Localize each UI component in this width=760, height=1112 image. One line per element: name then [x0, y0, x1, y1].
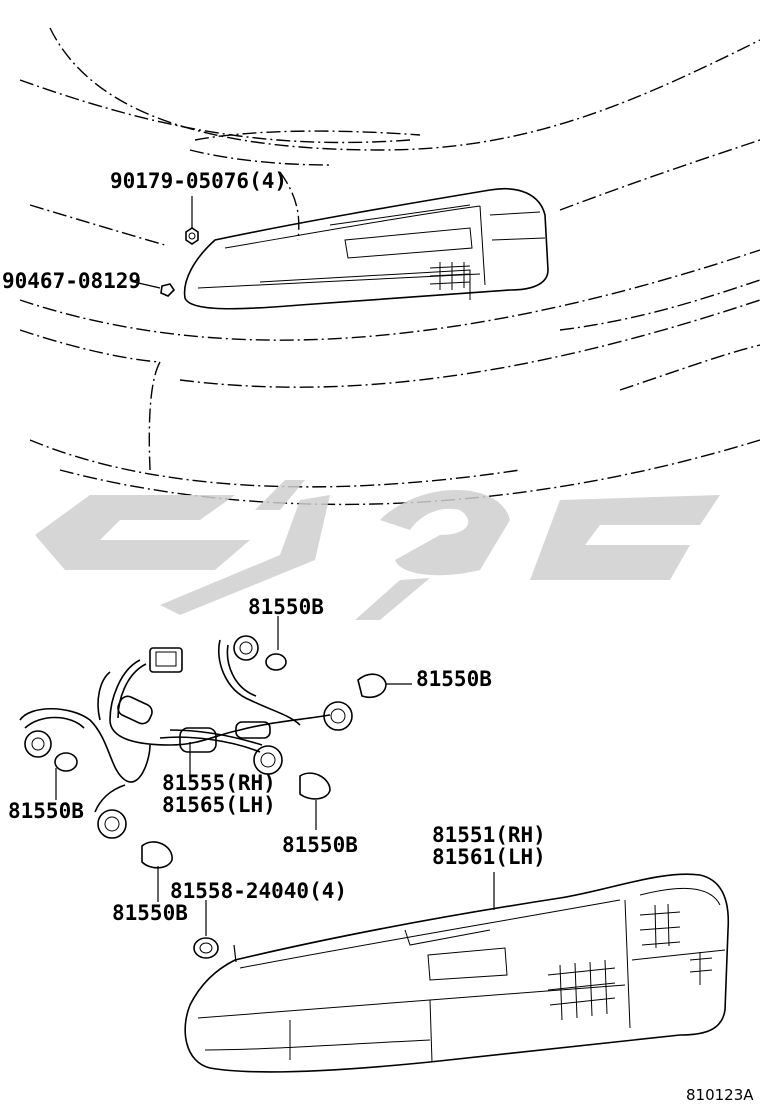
bulb-socket-mid [253, 745, 331, 800]
gasket-81558 [193, 937, 219, 959]
car-body-outline [19, 27, 760, 506]
tail-lamp-lens [184, 873, 730, 1073]
label-socket-rh: 81555(RH) [162, 771, 276, 795]
socket-wire-harness [19, 639, 331, 813]
watermark-logo [35, 480, 720, 620]
clip-90467 [160, 283, 176, 297]
label-clip-90467: 90467-08129 [2, 269, 141, 293]
bulb-socket-top [233, 635, 287, 671]
label-bulb-bottom: 81550B [112, 901, 188, 925]
label-bulb-right: 81550B [416, 667, 492, 691]
label-gasket-81558: 81558-24040(4) [170, 879, 347, 903]
leader-lines [55, 196, 495, 963]
bulb-socket-bottom [97, 809, 173, 869]
lamp-grid-detail [429, 262, 471, 290]
label-socket-lh: 81565(LH) [162, 793, 276, 817]
figure-reference: 810123A [686, 1086, 754, 1104]
bulb-socket-right [323, 673, 387, 731]
installed-tail-lamp [183, 188, 549, 310]
label-lens-lh: 81561(LH) [432, 845, 546, 869]
label-bulb-top: 81550B [248, 595, 324, 619]
label-bulb-mid: 81550B [282, 833, 358, 857]
label-nut-90179: 90179-05076(4) [110, 169, 287, 193]
bulb-socket-left [24, 730, 78, 772]
lens-grid-detail [547, 903, 713, 1021]
label-bulb-left: 81550B [8, 799, 84, 823]
nut-90179 [185, 227, 199, 245]
label-lens-rh: 81551(RH) [432, 823, 546, 847]
